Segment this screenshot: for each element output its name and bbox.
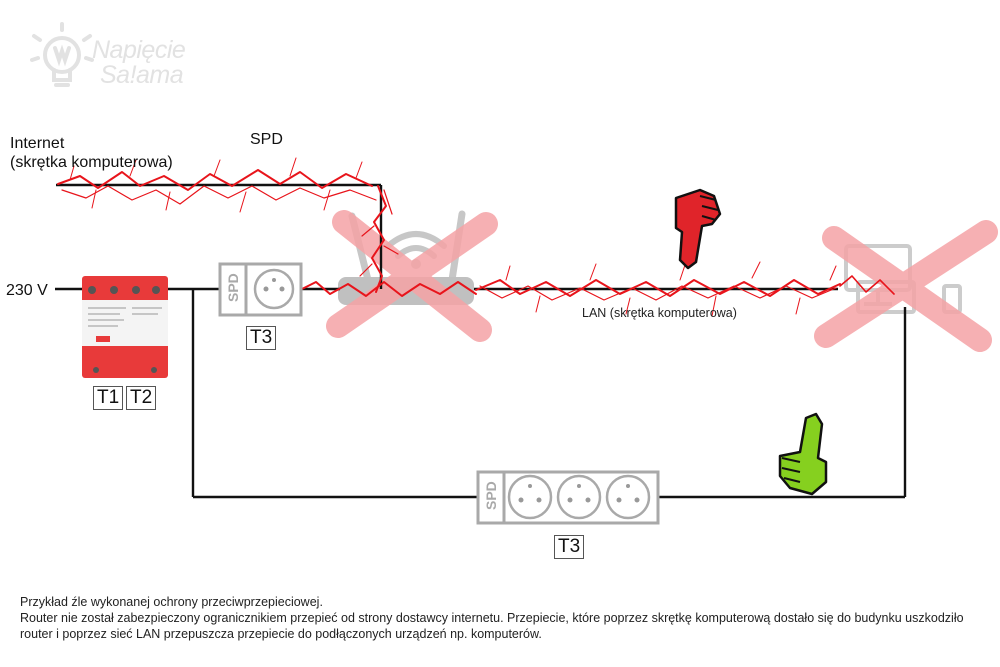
tag-t1: T1 (93, 386, 124, 410)
wires (55, 183, 907, 499)
spd-label: SPD (250, 131, 283, 148)
tag-t2: T2 (126, 386, 157, 410)
logo: Napięcie Sa!ama (92, 36, 186, 89)
voltage-label: 230 V (6, 282, 48, 299)
tag-socket-t3: T3 (246, 326, 277, 350)
main-spd-device (82, 276, 168, 378)
strip-spd-text: SPD (483, 481, 499, 510)
lan-label: LAN (skrętka komputerowa) (582, 306, 737, 320)
router-cross-icon (326, 210, 498, 342)
logo-line1: Napięcie (92, 36, 186, 64)
computers-cross-icon (814, 220, 998, 352)
logo-bulb-icon (30, 22, 94, 87)
caption-line2: Router nie został zabezpieczony ogranicz… (20, 611, 964, 641)
thumbs-up-icon (778, 412, 828, 496)
internet-label-line1: Internet (10, 135, 65, 152)
power-strip-spd-device (476, 470, 660, 525)
surge-lightning (57, 157, 895, 317)
logo-line2: Sa!ama (100, 61, 184, 89)
socket-spd-text: SPD (225, 273, 241, 302)
caption: Przykład źle wykonanej ochrony przeciwpr… (20, 594, 980, 642)
internet-label-line2: (skrętka komputerowa) (10, 154, 173, 171)
thumbs-down-icon (674, 188, 722, 270)
socket-spd-device (218, 262, 303, 317)
internet-label: Internet (skrętka komputerowa) (10, 134, 173, 172)
tag-strip-t3: T3 (554, 535, 585, 559)
caption-line1: Przykład źle wykonanej ochrony przeciwpr… (20, 595, 323, 609)
